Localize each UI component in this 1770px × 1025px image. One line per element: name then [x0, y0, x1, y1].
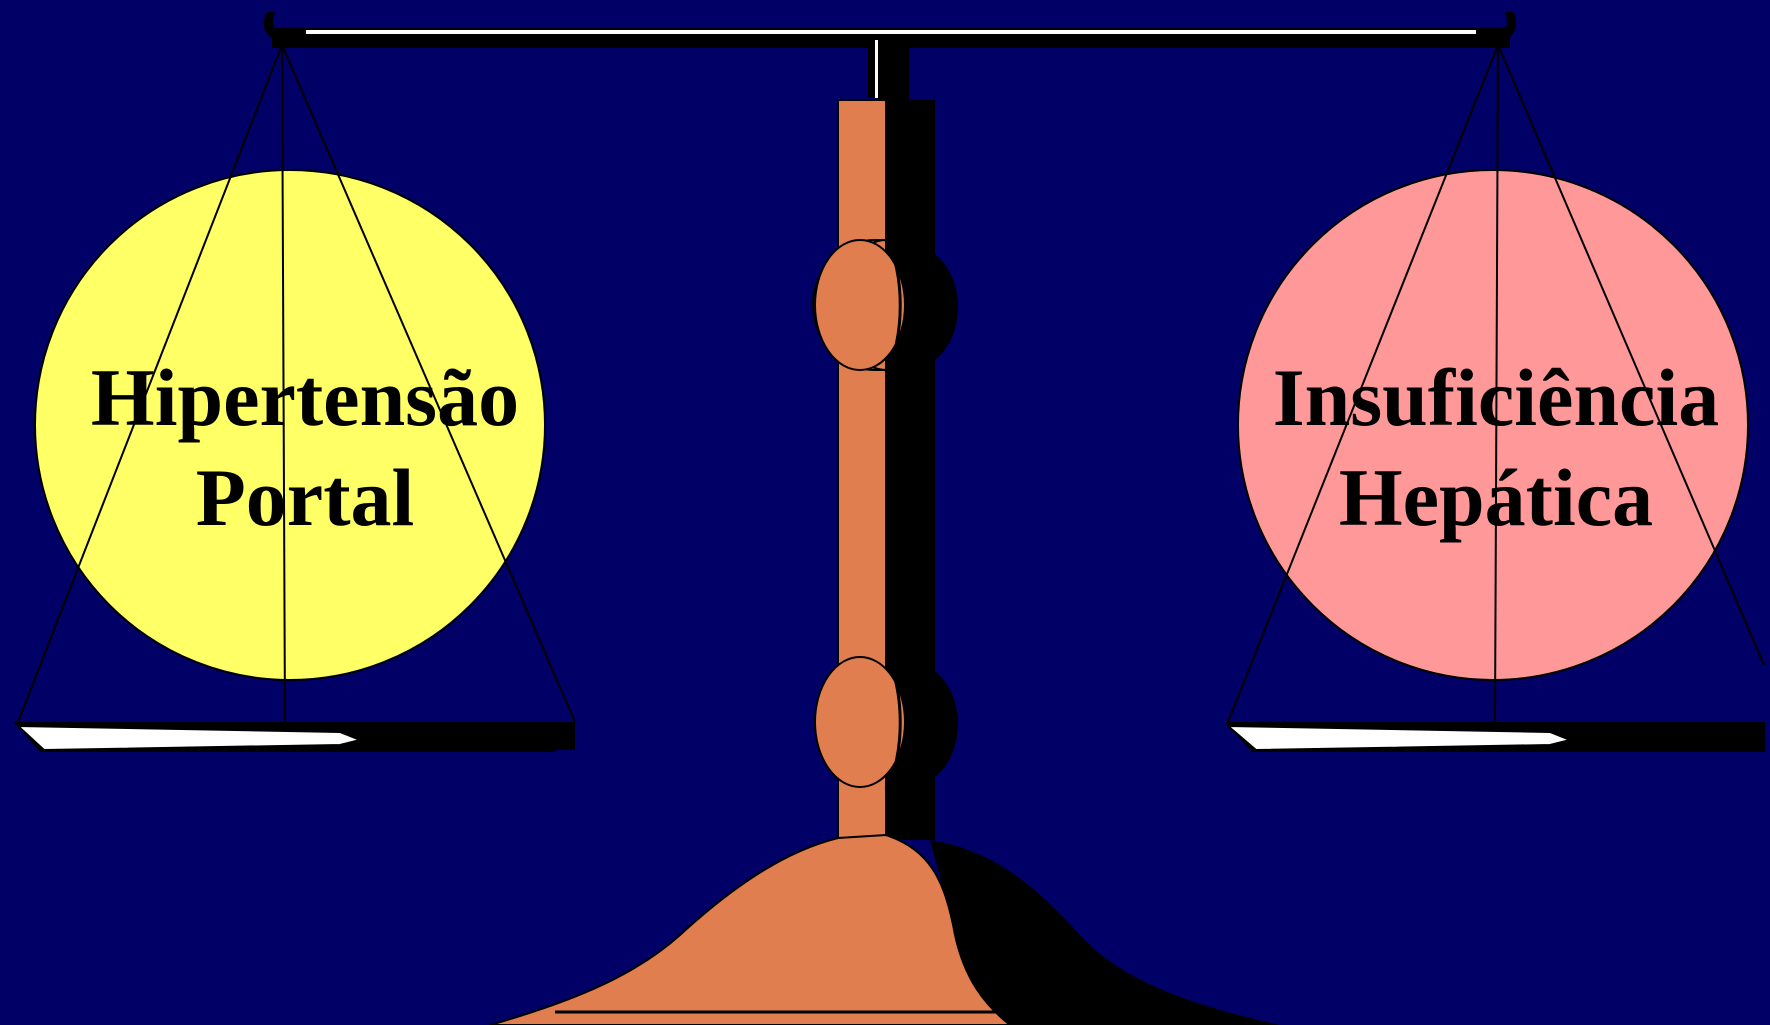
beam-highlight [306, 30, 1476, 34]
left-ball-label-line1: Hipertensão [91, 352, 519, 443]
left-ball-label-line2: Portal [196, 452, 415, 543]
beam-post-highlight [875, 40, 878, 98]
stand-knob-lower-body [815, 657, 905, 787]
stand-knob-upper-body [815, 240, 905, 370]
